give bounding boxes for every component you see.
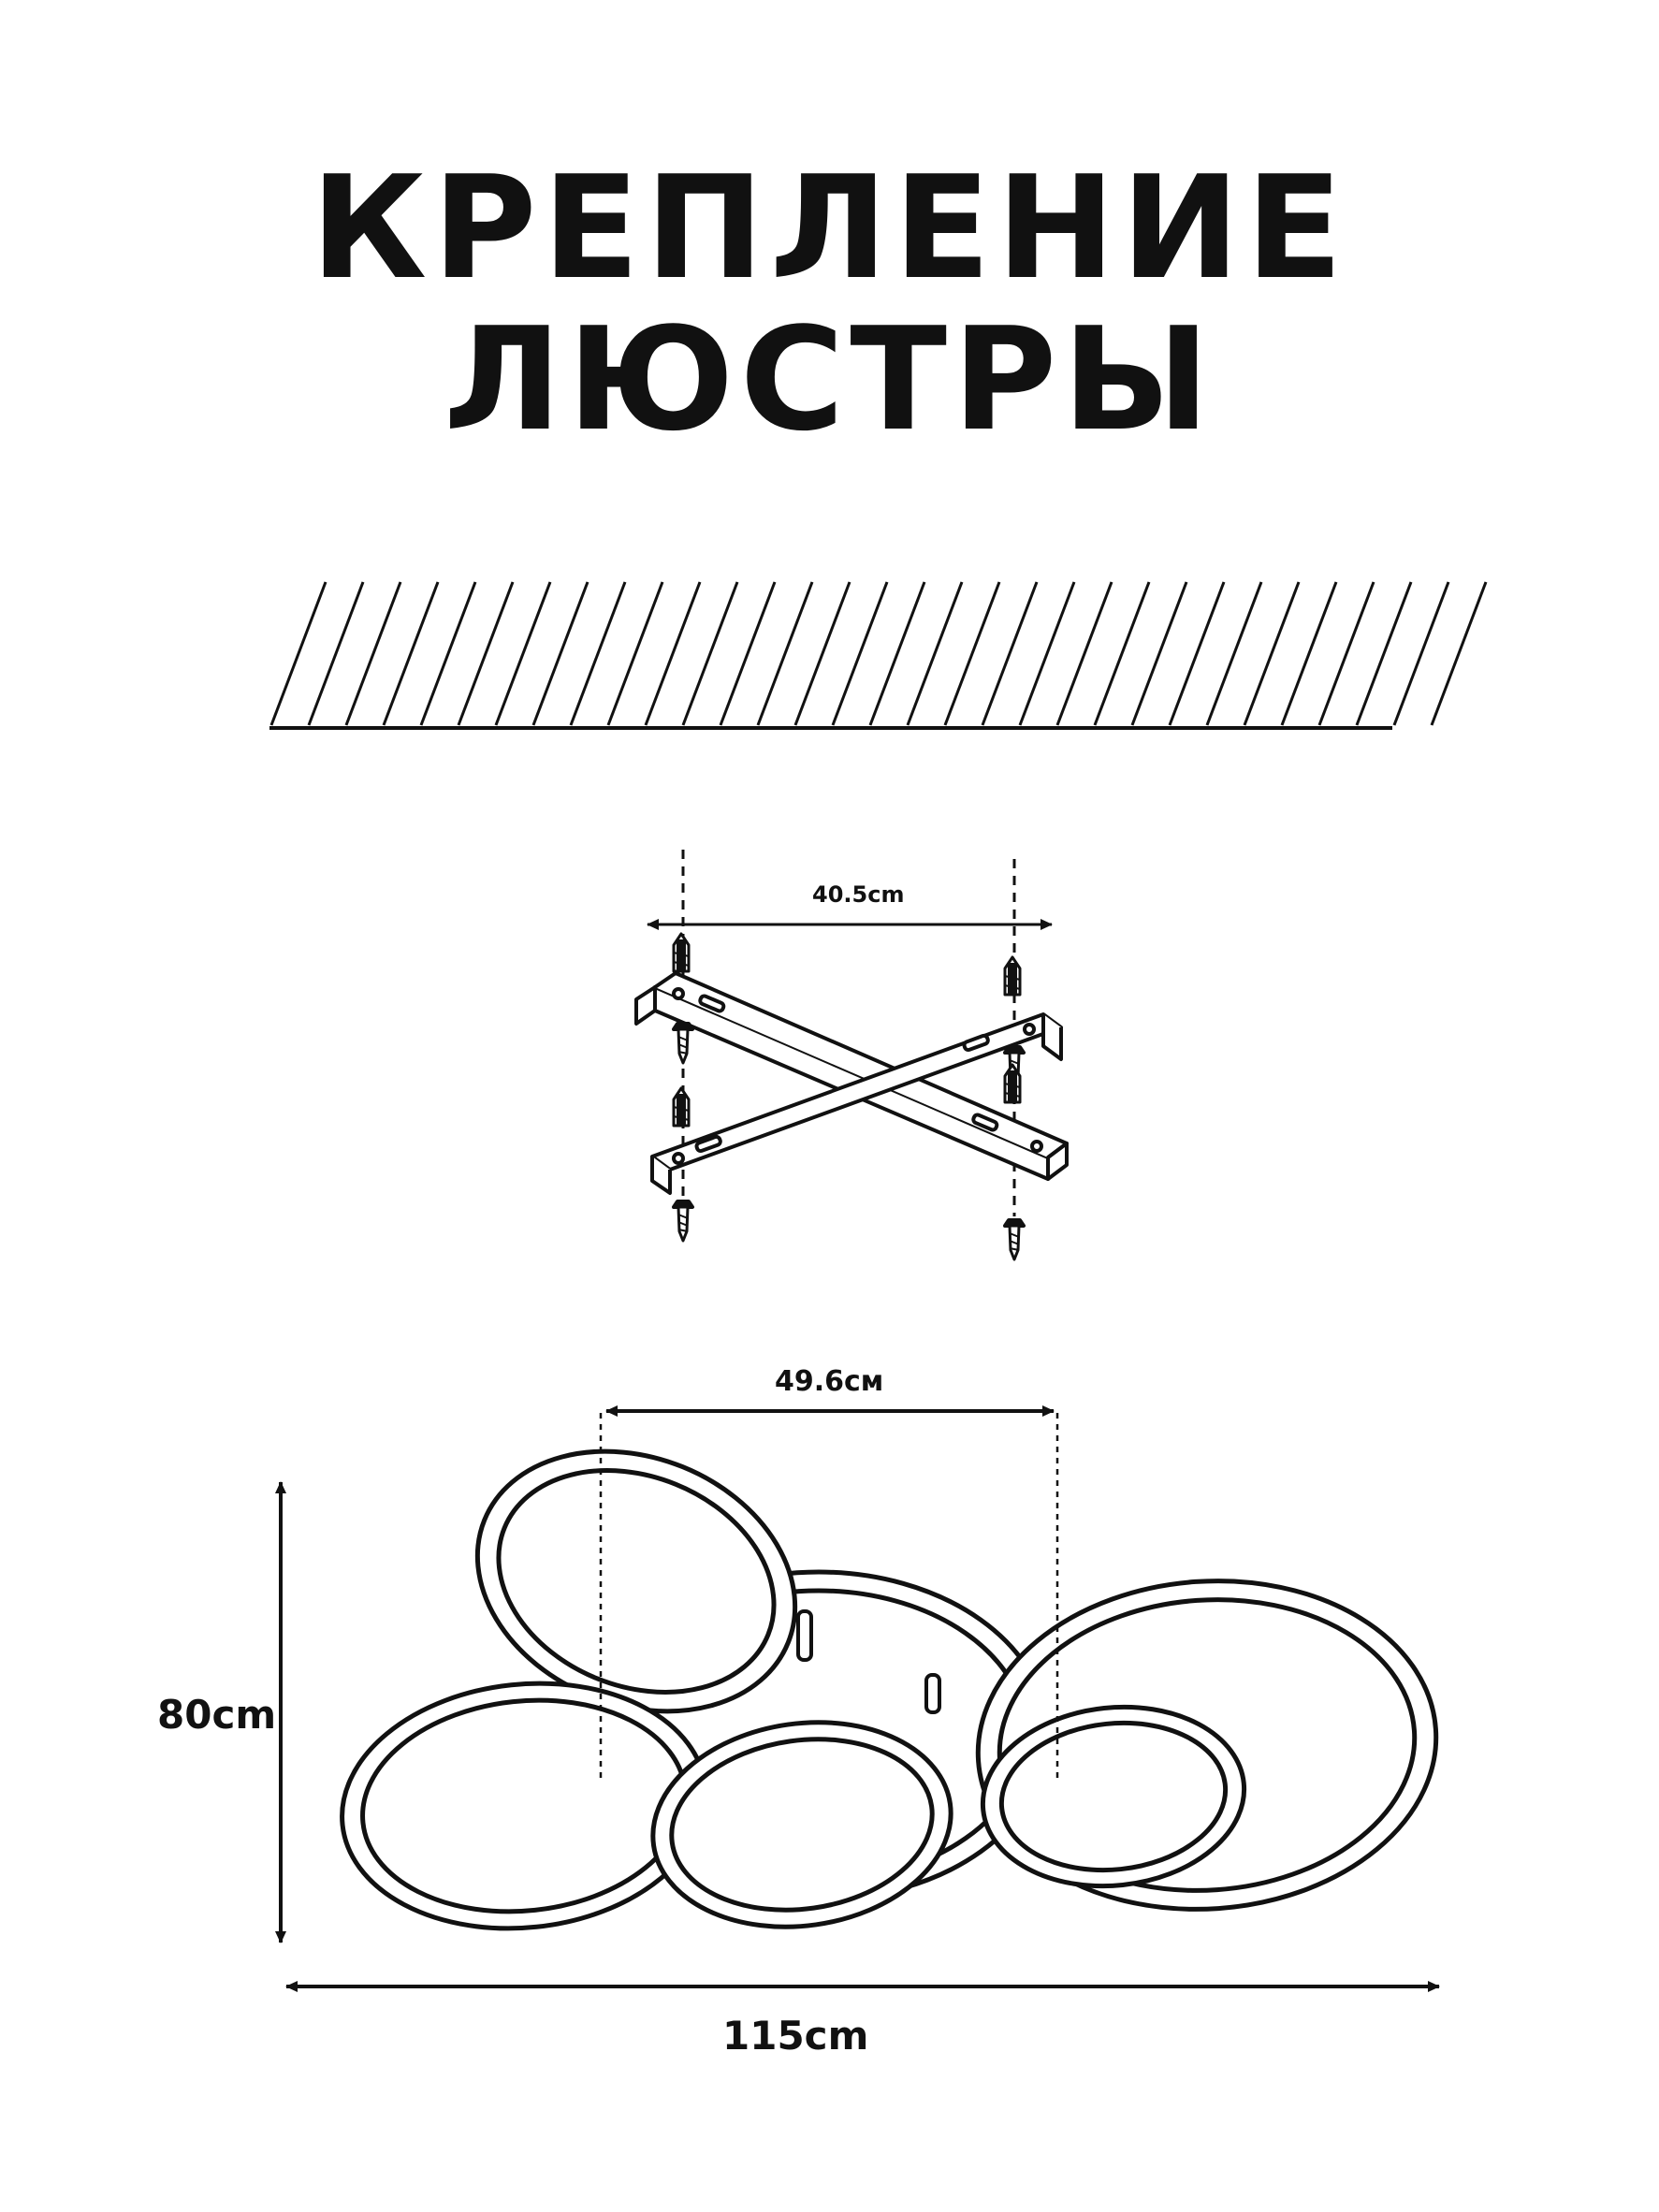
hatch-line: [906, 581, 964, 726]
hatch-line: [307, 581, 365, 726]
hatch-line: [1280, 581, 1338, 726]
hatch-line: [1093, 581, 1151, 726]
title-line-1: КРЕПЛЕНИЕ: [310, 145, 1349, 311]
hatch-line: [1243, 581, 1301, 726]
title-line-2: ЛЮСТРЫ: [444, 297, 1215, 462]
hatch-line: [681, 581, 739, 726]
hatch-line: [1205, 581, 1263, 726]
hatch-line: [382, 581, 440, 726]
chandelier-rings: [340, 1448, 1439, 1931]
hatch-line: [494, 581, 552, 726]
hatch-line: [868, 581, 926, 726]
bracket-span-label: 40.5cm: [812, 881, 905, 908]
hatch-line: [1317, 581, 1375, 726]
hatch-line: [644, 581, 702, 726]
hatch-line: [1168, 581, 1226, 726]
hatch-line: [457, 581, 515, 726]
height-label: 80cm: [157, 1692, 277, 1738]
hatch-line: [606, 581, 664, 726]
hatch-line: [1018, 581, 1076, 726]
hatch-line: [831, 581, 889, 726]
hatch-line: [756, 581, 814, 726]
hatch-line: [1130, 581, 1188, 726]
hatch-line: [269, 581, 327, 726]
hatch-line: [569, 581, 627, 726]
hatch-line: [981, 581, 1039, 726]
hatch-line: [1430, 581, 1488, 726]
hatch-line: [419, 581, 477, 726]
hatch-line: [719, 581, 777, 726]
dimension-lines: [275, 1405, 1440, 1992]
inner-ring-span-label: 49.6см: [775, 1365, 884, 1398]
hatch-line: [943, 581, 1001, 726]
hatch-line: [1392, 581, 1450, 726]
hatch-line: [1055, 581, 1113, 726]
hatch-line: [793, 581, 851, 726]
hatch-line: [531, 581, 589, 726]
hatch-line: [1355, 581, 1413, 726]
hatch-line: [344, 581, 402, 726]
ceiling-hatch: [269, 581, 1488, 730]
mounting-bracket: [634, 850, 1069, 1261]
width-label: 115cm: [722, 2013, 869, 2059]
